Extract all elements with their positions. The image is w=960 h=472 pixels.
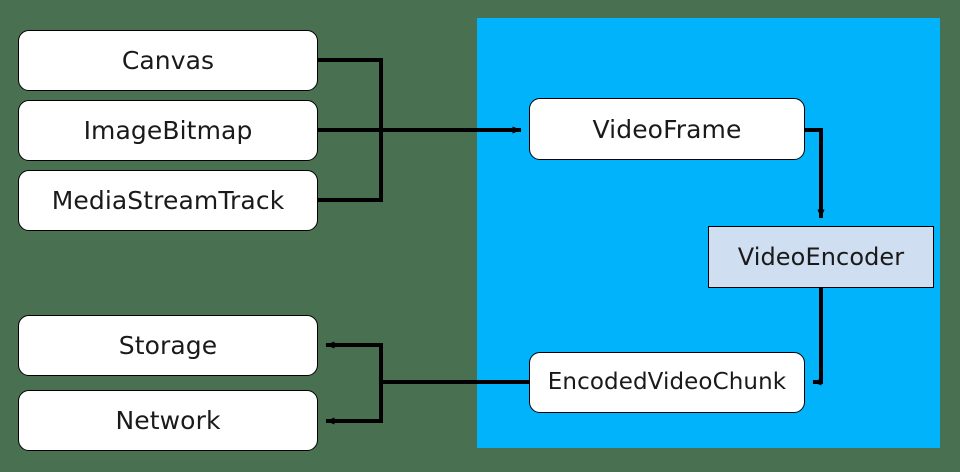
node-encodedvideochunk[interactable]: EncodedVideoChunk — [529, 352, 805, 413]
node-canvas-label: Canvas — [121, 46, 215, 75]
node-storage-label: Storage — [118, 331, 218, 360]
node-network-label: Network — [115, 406, 221, 435]
node-videoframe-label: VideoFrame — [592, 114, 742, 144]
node-encodedvideochunk-label: EncodedVideoChunk — [547, 369, 787, 395]
node-canvas[interactable]: Canvas — [18, 30, 318, 91]
node-videoframe[interactable]: VideoFrame — [529, 98, 805, 160]
node-videoencoder[interactable]: VideoEncoder — [708, 226, 934, 288]
node-mediastreamtrack[interactable]: MediaStreamTrack — [18, 170, 318, 231]
edge-junction-to-storage — [325, 341, 383, 382]
edge-videoencoder-to-encodedvideochunk — [812, 288, 823, 386]
edge-videoframe-to-videoencoder — [805, 128, 825, 219]
edge-mediastreamtrack-to-videoframe — [318, 130, 383, 202]
node-imagebitmap[interactable]: ImageBitmap — [18, 100, 318, 161]
node-videoencoder-label: VideoEncoder — [737, 243, 905, 271]
node-mediastreamtrack-label: MediaStreamTrack — [51, 186, 285, 215]
edge-canvas-to-videoframe — [318, 58, 383, 130]
edge-junction-to-network — [325, 382, 383, 425]
node-storage[interactable]: Storage — [18, 315, 318, 376]
node-imagebitmap-label: ImageBitmap — [83, 116, 253, 145]
node-network[interactable]: Network — [18, 390, 318, 451]
